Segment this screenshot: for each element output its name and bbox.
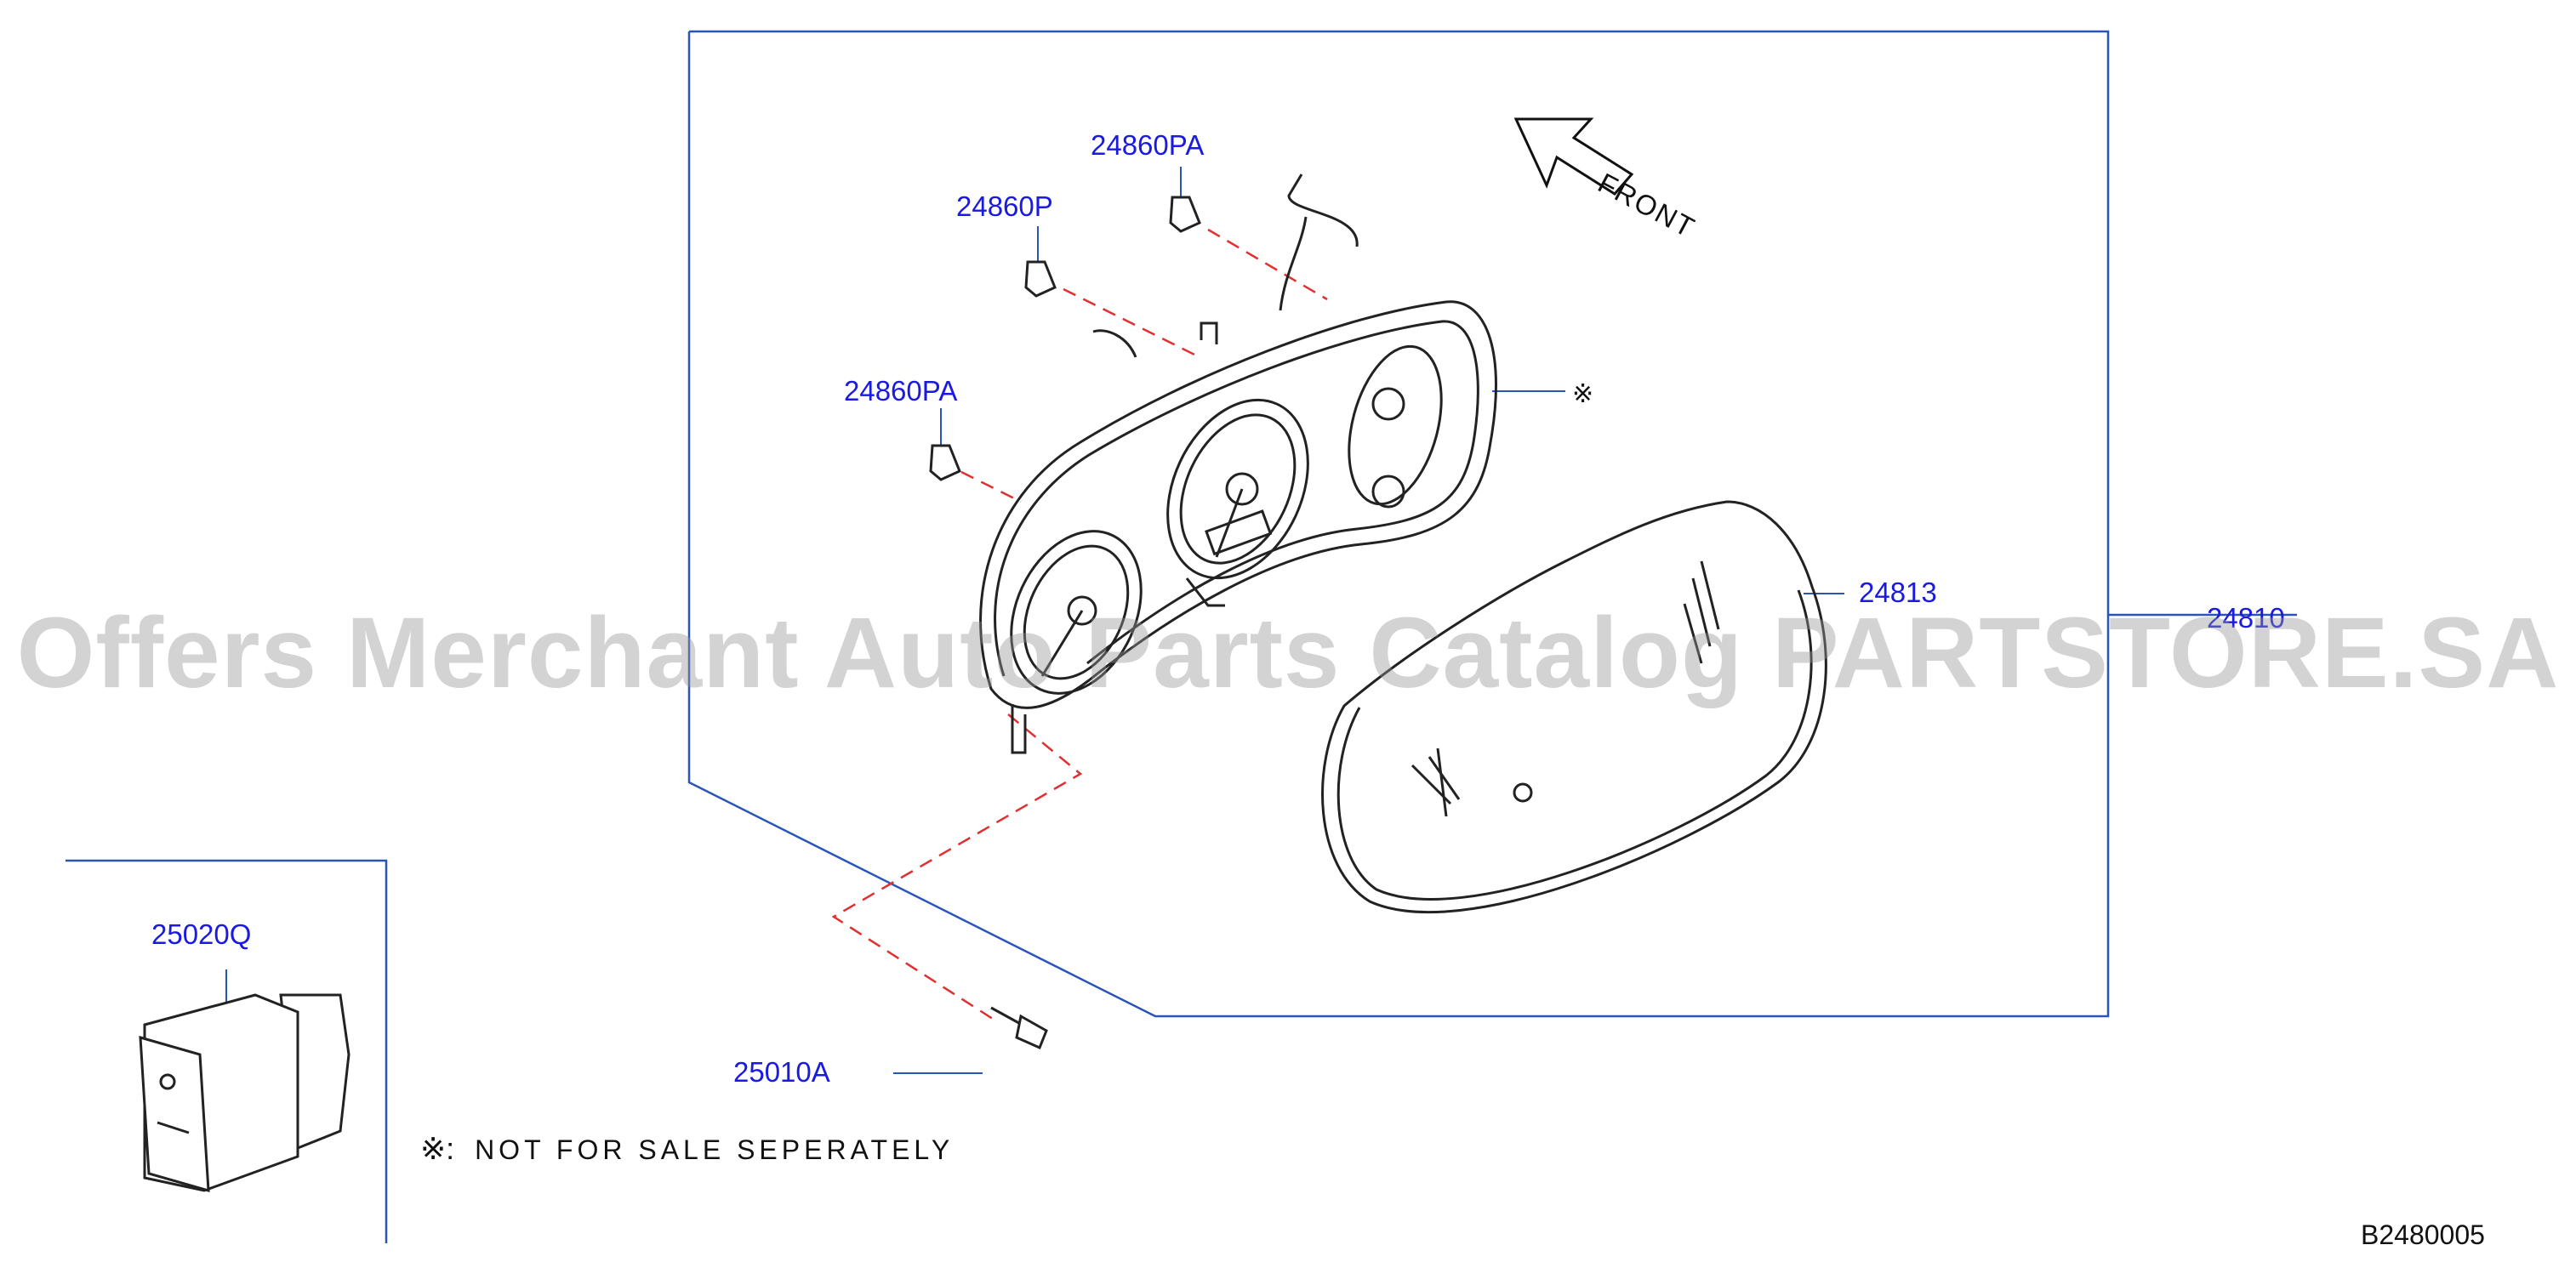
not-sold-separately-mark: ※ [1572, 380, 1594, 408]
part-24860PA-top-label[interactable]: 24860PA [1091, 129, 1205, 161]
bulb-left-icon [929, 444, 961, 481]
part-24860P-label[interactable]: 24860P [956, 190, 1053, 222]
part-24810-label[interactable]: 24810 [2207, 602, 2285, 634]
footnote: ※: NOT FOR SALE SEPERATELY [420, 1131, 954, 1167]
part-24813-label[interactable]: 24813 [1859, 577, 1937, 608]
dashed-lines [831, 228, 1328, 1022]
bulb-top-icon [1169, 196, 1201, 233]
leader-lines [225, 167, 1844, 1074]
assembly-frame [687, 30, 2297, 1018]
footnote-symbol: ※: [420, 1131, 455, 1166]
screw-icon [990, 1006, 1048, 1050]
bulb-mid-icon [1024, 260, 1057, 298]
switch-frame [66, 859, 388, 1243]
part-24860PA-left-label[interactable]: 24860PA [844, 375, 958, 406]
switch-icon [139, 993, 350, 1193]
diagram-code: B2480005 [2361, 1219, 2485, 1250]
footnote-text: NOT FOR SALE SEPERATELY [475, 1134, 955, 1165]
combination-meter [979, 173, 1497, 754]
part-25020Q-label[interactable]: 25020Q [151, 918, 252, 950]
front-arrow-icon [1513, 117, 1634, 196]
meter-cover [1321, 500, 1827, 914]
part-25010A-label[interactable]: 25010A [733, 1056, 830, 1088]
